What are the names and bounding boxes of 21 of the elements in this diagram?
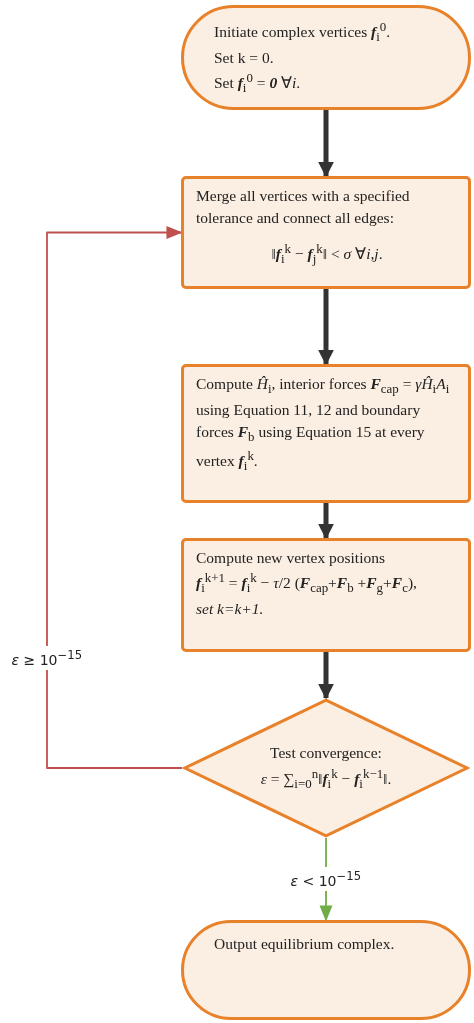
node-text: Set k = 0. [214,48,275,68]
process-box [181,364,471,503]
node-text: Merge all vertices with a specified tolerance and connect all edges: [196,186,411,229]
node-text: Set f$_{i}$$^{0}$ = 0 ∀i. [214,69,302,98]
arrow [46,226,183,769]
node-text: Compute Ĥ$_{i}$, interior forces F$_{cap}$ = γĤ$_{i}$A$_{i}$ using Equation 11, 12 and boundary forces F$_{b}$ using Equation 15 at every vertex f$_{i}$$^{k}$. [196,374,451,476]
arrow [318,503,334,540]
decision-diamond [182,698,470,838]
node-text: Test convergence: [270,743,382,764]
node-text: f$_{i}$$^{k+1}$ = f$_{i}$$^{k}$ − τ/2 (F$_{cap}$+F$_{b}$ +F$_{g}$+F$_{c}$), [196,569,418,598]
process-box [181,176,471,289]
arrow [318,110,334,178]
node-text: ‖f$_{i}$$^{k}$ − f$_{j}$$^{k}$‖ < σ ∀i,j. [270,239,384,269]
process-box [181,538,471,652]
node-text: Output equilibrium complex. [214,934,396,954]
node-text: set k=k+1. [196,599,265,620]
node-text: ε = ∑$_{i=0}$$^{n}$‖f$_{i}$$^{k}$ − f$_{i}$$^{k−1}$‖. [260,764,392,793]
arrow [318,289,334,366]
node-text: Compute new vertex positions [196,548,386,568]
arrow [318,652,334,700]
node-text: Initiate complex vertices f$_{i}$$^{0}$. [214,18,392,47]
